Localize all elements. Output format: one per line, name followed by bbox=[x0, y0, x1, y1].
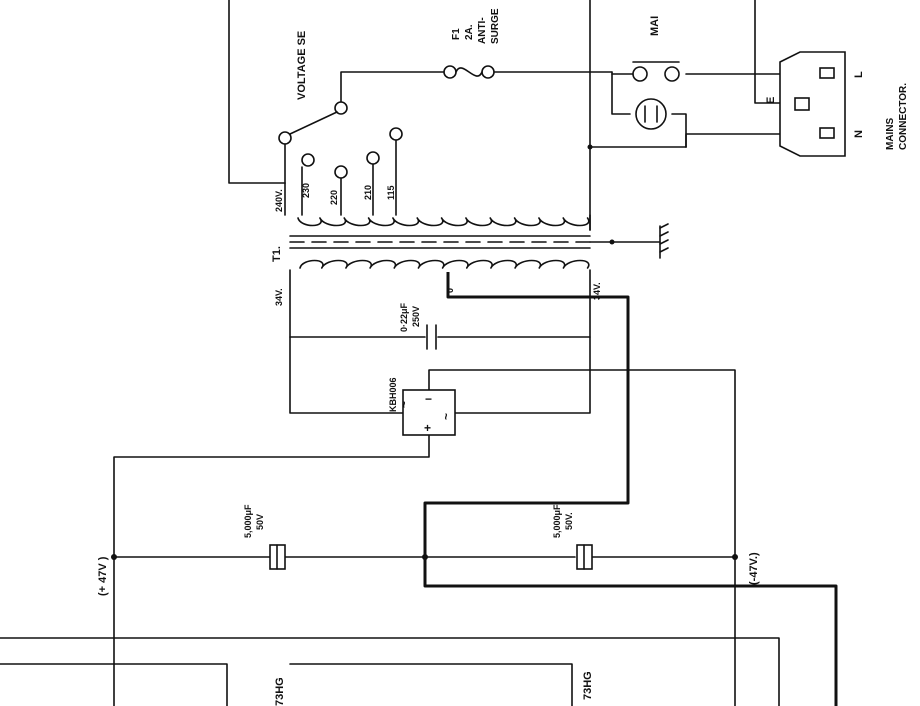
cap-left-voltage-label: 50V bbox=[255, 514, 265, 530]
fuse-type-label-1: ANTI- bbox=[477, 17, 488, 44]
pin-l-label: L bbox=[853, 71, 865, 78]
primary-wiring bbox=[228, 0, 821, 243]
fuse-rating-label: 2A. bbox=[464, 24, 475, 40]
tap-115-label: 115 bbox=[386, 185, 396, 200]
cap-small-voltage-label: 250V bbox=[411, 306, 421, 327]
fuse-f1 bbox=[443, 65, 495, 79]
neon-indicator bbox=[635, 98, 667, 130]
pin-e-label: E bbox=[765, 97, 777, 104]
mains-connector bbox=[779, 51, 846, 157]
positive-rail-label: (+ 47V ) bbox=[97, 556, 109, 596]
ic-left-label: 73HG bbox=[274, 677, 286, 706]
tap-210-label: 210 bbox=[363, 185, 373, 200]
voltage-selector-switch bbox=[278, 101, 403, 184]
cap-right-value-label: 5,000μF bbox=[552, 504, 562, 538]
rectifier-label: KBH006 bbox=[388, 377, 398, 412]
tap-220-label: 220 bbox=[329, 190, 339, 205]
transformer-t1 bbox=[289, 217, 591, 269]
fuse-type-label-2: SURGE bbox=[490, 8, 501, 44]
capacitor-right bbox=[576, 544, 593, 570]
rectifier-ac1: ~ bbox=[397, 401, 411, 408]
tap-230-label: 230 bbox=[301, 183, 311, 198]
secondary-wiring bbox=[0, 269, 838, 706]
rectifier-minus: − bbox=[425, 392, 432, 406]
cap-right-voltage-label: 50V. bbox=[564, 512, 574, 530]
negative-rail-label: (-47V.) bbox=[748, 552, 760, 585]
transformer-label: T1. bbox=[271, 246, 283, 262]
mains-connector-label-1: MAINS bbox=[885, 117, 896, 150]
tap-240-label: 240V. bbox=[274, 189, 284, 212]
capacitor-left bbox=[269, 544, 286, 570]
cap-left-value-label: 5,000μF bbox=[243, 504, 253, 538]
voltage-selector-label: VOLTAGE SE bbox=[296, 31, 308, 100]
secondary-left-label: 34V. bbox=[274, 288, 284, 306]
capacitor-0-22uf bbox=[426, 324, 437, 350]
cap-small-value-label: 0·22μF bbox=[399, 302, 409, 332]
junction-dots bbox=[111, 144, 738, 560]
fuse-ref-label: F1 bbox=[451, 28, 462, 40]
mains-switch-label: MAI bbox=[649, 16, 661, 36]
rectifier-plus: + bbox=[424, 421, 431, 435]
secondary-center-label: 0 bbox=[445, 288, 455, 293]
mains-switch bbox=[611, 61, 680, 82]
pin-n-label: N bbox=[853, 130, 865, 138]
rectifier-ac2: ~ bbox=[439, 413, 453, 420]
earth-symbol bbox=[609, 223, 669, 259]
ic-right-label: 73HG bbox=[582, 671, 594, 700]
bridge-rectifier bbox=[402, 389, 456, 436]
mains-connector-label-2: CONNECTOR. bbox=[898, 83, 909, 150]
secondary-right-label: 34V. bbox=[592, 282, 602, 300]
